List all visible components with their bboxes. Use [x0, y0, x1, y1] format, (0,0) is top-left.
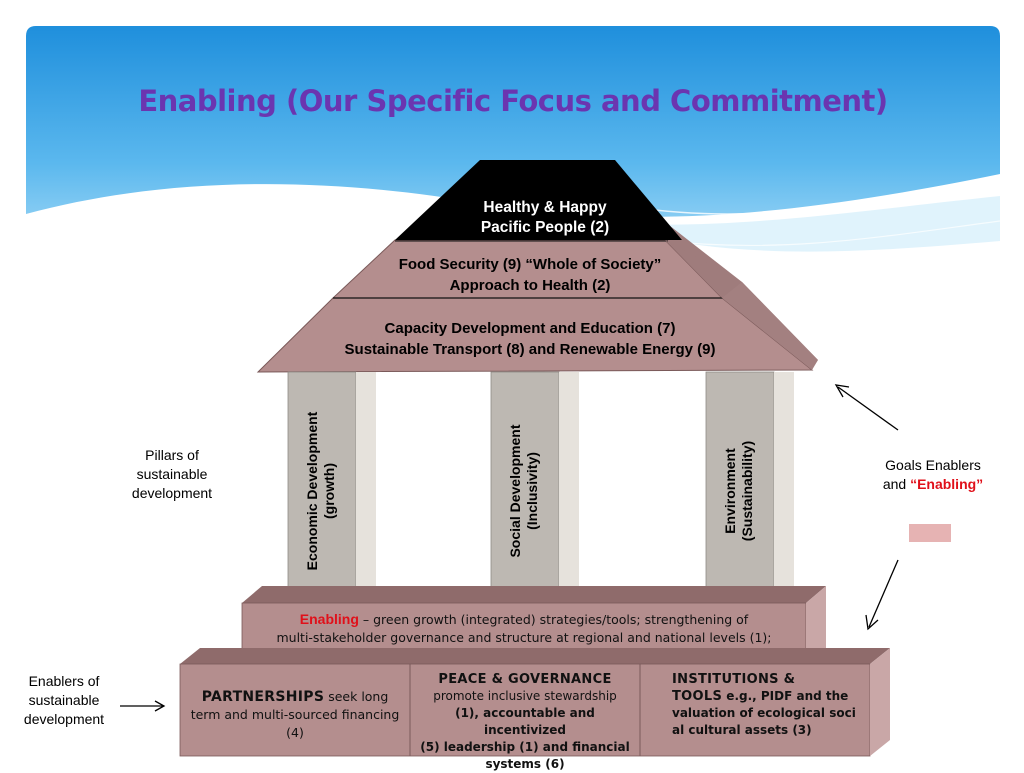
note-line: sustainable [136, 466, 208, 482]
pillar-environment-label: Environment (Sustainability) [722, 391, 758, 591]
peace-line: (5) leadership (1) and financial [420, 740, 630, 754]
note-line: and “Enabling” [860, 475, 1006, 494]
pillars-note: Pillars of sustainable development [110, 446, 234, 503]
institutions-text: e.g., PIDF and the [722, 689, 849, 703]
arrow-goals-up [834, 384, 899, 431]
pillar-label-line: Economic Development [304, 411, 320, 571]
pillar-social-label: Social Development (Inclusivity) [507, 391, 543, 591]
goals-enablers-note: Goals Enablers and “Enabling” [860, 456, 1006, 494]
institutions-title: TOOLS [672, 689, 723, 704]
note-line: Goals Enablers [885, 457, 981, 473]
partnerships-cell: PARTNERSHIPS seek long term and multi-so… [188, 688, 402, 742]
peace-title: PEACE & GOVERNANCE [438, 672, 612, 687]
enabling-keyword: Enabling [299, 611, 359, 627]
wave-line [625, 175, 1000, 215]
pillar-economic [287, 371, 376, 609]
pillar-social [490, 371, 579, 609]
note-line: Pillars of [145, 447, 199, 463]
note-line: sustainable [28, 692, 100, 708]
peace-line: promote inclusive stewardship [433, 689, 617, 703]
note-line: development [131, 485, 213, 501]
pillar-label-line: (Sustainability) [739, 440, 755, 542]
legend-swatch [909, 524, 951, 542]
roof-side-edge [665, 240, 742, 298]
roof-middle-line: Approach to Health (2) [449, 277, 611, 294]
roof-middle-label: Food Security (9) “Whole of Society” App… [340, 254, 720, 296]
enablers-note: Enablers of sustainable development [4, 672, 124, 729]
enabling-band-text: Enabling – green growth (integrated) str… [246, 610, 802, 647]
roof-bottom-line: Capacity Development and Education (7) [384, 320, 676, 337]
pillar-economic-label: Economic Development (growth) [304, 391, 340, 591]
roof-top-label: Healthy & Happy Pacific People (2) [420, 198, 670, 238]
institutions-line: al cultural assets (3) [672, 723, 812, 737]
wave-line [665, 220, 1000, 247]
enabling-line: Enabling – green growth (integrated) str… [246, 610, 802, 629]
page-title: Enabling (Our Specific Focus and Commitm… [138, 84, 888, 118]
pillar-label-line: (Inclusivity) [524, 452, 540, 530]
roof-top-line: Healthy & Happy [483, 199, 607, 216]
peace-line: systems (6) [485, 757, 565, 771]
note-line: development [23, 711, 105, 727]
roof-bottom-label: Capacity Development and Education (7) S… [290, 318, 770, 360]
enabling-highlight: “Enabling” [910, 476, 984, 492]
roof-bottom-line: Sustainable Transport (8) and Renewable … [344, 341, 716, 358]
pillar-label-line: (growth) [321, 463, 337, 519]
peace-line: (1), accountable and incentivized [455, 706, 595, 737]
pillar-environment [705, 371, 794, 609]
enabling-line: multi-stakeholder governance and structu… [276, 630, 772, 645]
roof-middle-line: Food Security (9) “Whole of Society” [398, 256, 662, 273]
pillar-label-line: Environment [722, 448, 738, 534]
institutions-line: valuation of ecological soci [672, 706, 856, 720]
arrow-enablers [120, 700, 166, 712]
institutions-tools-cell: INSTITUTIONS & TOOLS e.g., PIDF and the … [672, 671, 866, 739]
roof-tier-top [395, 160, 682, 240]
roof-top-line: Pacific People (2) [480, 219, 610, 236]
note-prefix: and [882, 476, 911, 492]
partnerships-title: PARTNERSHIPS [201, 689, 325, 705]
pillar-label-line: Social Development [507, 424, 523, 558]
institutions-title: INSTITUTIONS & [672, 672, 796, 687]
enabling-text: – green growth (integrated) strategies/t… [358, 612, 749, 627]
peace-governance-cell: PEACE & GOVERNANCE promote inclusive ste… [414, 671, 636, 773]
base-platform [179, 648, 890, 757]
wave-light [586, 196, 1000, 252]
partnerships-text: seek long term and multi-sourced financi… [190, 689, 400, 740]
arrow-goals-down [865, 559, 899, 631]
note-line: Enablers of [28, 673, 100, 689]
institutions-line: TOOLS e.g., PIDF and the [672, 688, 866, 705]
roof-side-edge [722, 282, 818, 370]
